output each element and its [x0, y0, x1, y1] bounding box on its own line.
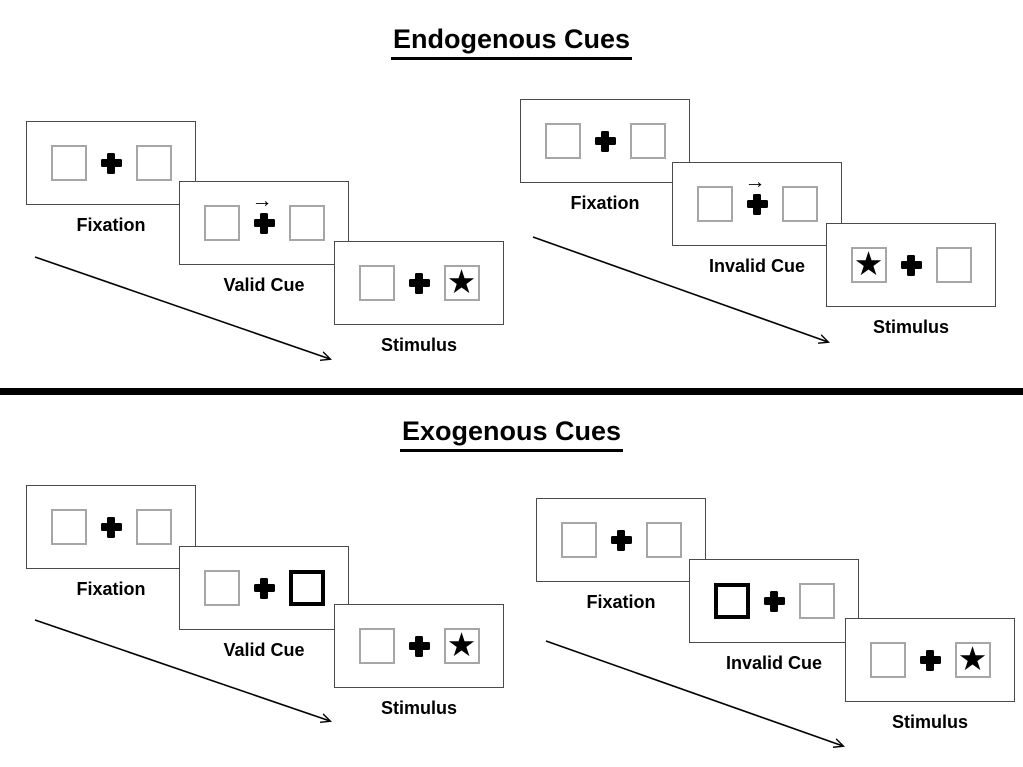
endo-invalid-fixation-frame: Fixation: [520, 99, 690, 213]
frame-label: Invalid Cue: [725, 653, 823, 673]
target-star-icon: ★: [446, 626, 477, 663]
fixation-cross-icon: [100, 152, 122, 174]
target-box: ★: [443, 626, 480, 664]
frame-label: Valid Cue: [223, 640, 305, 660]
left-placeholder-box: [869, 642, 906, 678]
target-box: ★: [850, 245, 887, 283]
section-divider: [0, 388, 1023, 395]
screen-panel: [689, 559, 859, 643]
screen-panel: [536, 498, 706, 582]
screen-panel: ★: [334, 241, 504, 325]
exo-valid-fixation-frame: Fixation: [26, 485, 196, 599]
exo-valid-cue-frame: Valid Cue: [179, 546, 349, 660]
fixation-cross-icon: [253, 212, 275, 234]
cue-highlight-box: [288, 570, 325, 606]
left-placeholder-box: [560, 522, 597, 558]
fixation-cross-icon: [100, 516, 122, 538]
fixation-cross-icon: [919, 649, 941, 671]
screen-panel: [179, 546, 349, 630]
fixation-cross-icon: [746, 193, 768, 215]
left-placeholder-box: [203, 570, 240, 606]
screen-panel: ★: [826, 223, 996, 307]
target-star-icon: ★: [957, 640, 988, 677]
target-box: ★: [954, 640, 991, 678]
target-box: ★: [443, 263, 480, 301]
exo-invalid-fixation-frame: Fixation: [536, 498, 706, 612]
left-placeholder-box: [696, 186, 733, 222]
fixation-cross-icon: [900, 254, 922, 276]
exo-invalid-stimulus-frame: ★ Stimulus: [845, 618, 1015, 732]
frame-label: Valid Cue: [223, 275, 305, 295]
fixation-cross-icon: [408, 272, 430, 294]
fixation-cross-icon: [253, 577, 275, 599]
target-star-icon: ★: [853, 245, 884, 282]
right-placeholder-box: [645, 522, 682, 558]
target-star-icon: ★: [446, 263, 477, 300]
endo-valid-stimulus-frame: ★ Stimulus: [334, 241, 504, 355]
screen-panel: [26, 485, 196, 569]
left-placeholder-box: [358, 628, 395, 664]
frame-label: Stimulus: [380, 335, 457, 355]
frame-label: Fixation: [76, 215, 146, 235]
right-placeholder-box: [135, 509, 172, 545]
frame-label: Invalid Cue: [708, 256, 806, 276]
screen-panel: ★: [845, 618, 1015, 702]
fixation-cross-icon: [610, 529, 632, 551]
cue-highlight-box: [713, 583, 750, 619]
fixation-cross-icon: [763, 590, 785, 612]
endo-invalid-stimulus-frame: ★ Stimulus: [826, 223, 996, 337]
right-placeholder-box: [798, 583, 835, 619]
frame-label: Fixation: [76, 579, 146, 599]
fixation-cross-icon: [594, 130, 616, 152]
frame-label: Stimulus: [872, 317, 949, 337]
frame-label: Stimulus: [380, 698, 457, 718]
left-placeholder-box: [50, 145, 87, 181]
exogenous-section-title: Exogenous Cues: [0, 416, 1023, 452]
left-placeholder-box: [203, 205, 240, 241]
endo-valid-fixation-frame: Fixation: [26, 121, 196, 235]
right-placeholder-box: [288, 205, 325, 241]
right-placeholder-box: [781, 186, 818, 222]
exo-invalid-cue-frame: Invalid Cue: [689, 559, 859, 673]
right-placeholder-box: [629, 123, 666, 159]
cue-arrow-icon: →: [744, 169, 766, 193]
exo-valid-stimulus-frame: ★ Stimulus: [334, 604, 504, 718]
frame-label: Stimulus: [891, 712, 968, 732]
frame-label: Fixation: [586, 592, 656, 612]
screen-panel: [26, 121, 196, 205]
endo-invalid-cue-frame: → Invalid Cue: [672, 162, 842, 276]
endogenous-section-title: Endogenous Cues: [0, 24, 1023, 60]
right-placeholder-box: [935, 247, 972, 283]
screen-panel: →: [179, 181, 349, 265]
endo-valid-cue-frame: → Valid Cue: [179, 181, 349, 295]
left-placeholder-box: [50, 509, 87, 545]
left-placeholder-box: [358, 265, 395, 301]
frame-label: Fixation: [570, 193, 640, 213]
screen-panel: ★: [334, 604, 504, 688]
right-placeholder-box: [135, 145, 172, 181]
screen-panel: →: [672, 162, 842, 246]
left-placeholder-box: [544, 123, 581, 159]
screen-panel: [520, 99, 690, 183]
fixation-cross-icon: [408, 635, 430, 657]
cue-arrow-icon: →: [251, 188, 273, 212]
